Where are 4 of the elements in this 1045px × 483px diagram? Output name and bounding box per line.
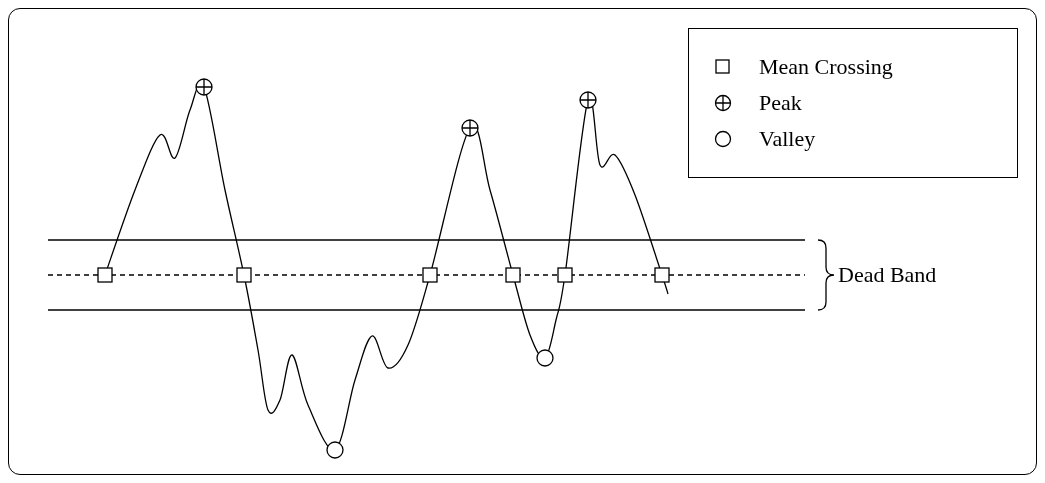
band-label: Dead Band — [838, 261, 937, 289]
legend-label: Valley — [759, 125, 816, 153]
legend-label: Peak — [759, 89, 802, 117]
legend-label: Mean Crossing — [759, 53, 893, 81]
